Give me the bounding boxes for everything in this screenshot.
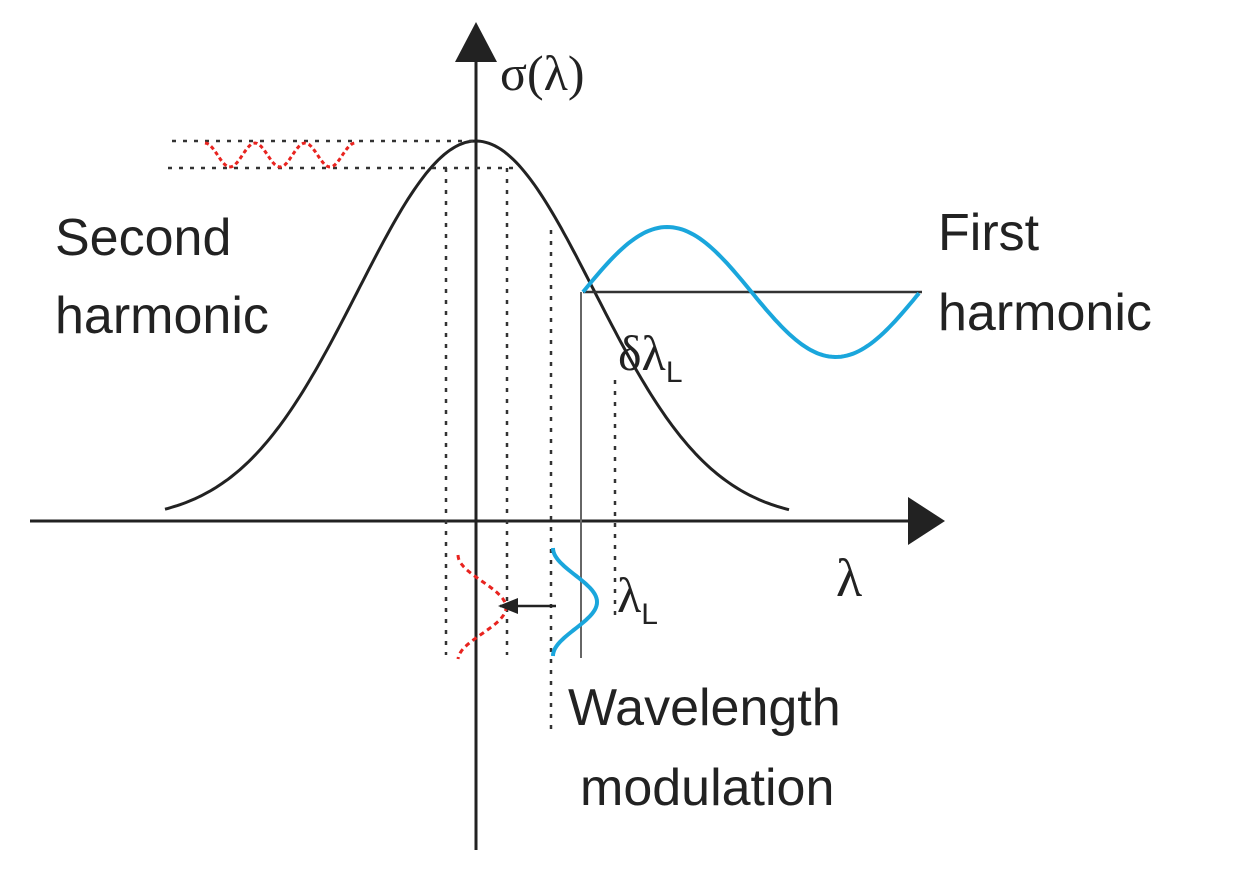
wavelength-modulation-wave bbox=[551, 547, 600, 657]
guide-lines bbox=[168, 139, 617, 735]
x-axis-label: λ bbox=[836, 548, 862, 608]
x-axis-arrowhead bbox=[908, 497, 945, 545]
second-harmonic-label-line2: harmonic bbox=[55, 287, 269, 345]
y-axis-arrowhead bbox=[455, 22, 497, 62]
wavelength-modulation-label-line1: Wavelength bbox=[568, 679, 841, 737]
delta-lambda-label: δλL bbox=[618, 325, 683, 389]
shifted-modulation-wave bbox=[456, 554, 508, 660]
second-harmonic-label-line1: Second bbox=[55, 209, 231, 267]
absorption-curve bbox=[164, 139, 790, 512]
lambda-l-label: λL bbox=[617, 567, 658, 631]
first-harmonic-label-line1: First bbox=[938, 204, 1040, 262]
second-harmonic-wave bbox=[204, 141, 356, 169]
y-axis-label: σ(λ) bbox=[500, 45, 585, 101]
first-harmonic-label-line2: harmonic bbox=[938, 284, 1152, 342]
first-harmonic-wave bbox=[581, 224, 921, 360]
wavelength-modulation-label-line2: modulation bbox=[580, 759, 834, 817]
